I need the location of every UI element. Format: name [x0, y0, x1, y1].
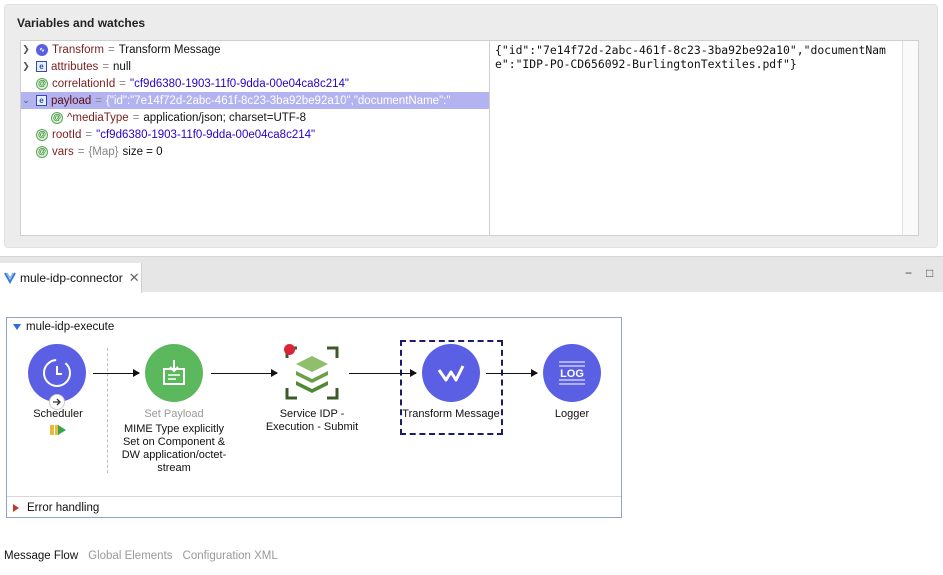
- equals-sign: =: [119, 77, 127, 90]
- dataweave-icon: [437, 365, 465, 382]
- flow-name: mule-idp-execute: [26, 321, 115, 333]
- minimize-icon[interactable]: −: [905, 266, 913, 280]
- expand-triangle-icon[interactable]: [13, 503, 19, 512]
- var-value: "cf9d6380-1903-11f0-9dda-00e04ca8c214": [130, 77, 349, 90]
- var-name: attributes: [51, 60, 99, 73]
- var-value: "cf9d6380-1903-11f0-9dda-00e04ca8c214": [96, 128, 316, 141]
- set-payload-icon: [163, 360, 185, 385]
- equals-sign: =: [132, 111, 140, 124]
- selection-outline: [400, 340, 503, 435]
- node-sublabel: MIME Type explicitly Set on Component & …: [121, 423, 227, 474]
- tree-row-transform[interactable]: ❯ ∿ Transform = Transform Message: [21, 41, 489, 58]
- equals-sign: =: [95, 94, 103, 107]
- vertical-scrollbar[interactable]: [902, 41, 918, 235]
- attribute-icon: @: [36, 145, 48, 158]
- flow-container[interactable]: mule-idp-execute Scheduler Set Payload M…: [6, 317, 622, 518]
- collapse-triangle-icon[interactable]: [13, 324, 21, 330]
- logger-node[interactable]: LOG: [543, 344, 601, 402]
- equals-sign: =: [107, 43, 115, 56]
- flow-arrow: [486, 369, 538, 377]
- node-label: Service IDP - Execution - Submit: [265, 408, 359, 433]
- source-badge-icon: [49, 394, 65, 410]
- tab-global-elements[interactable]: Global Elements: [88, 550, 173, 562]
- equals-sign: =: [77, 145, 85, 158]
- value-detail-text[interactable]: {"id":"7e14f72d-2abc-461f-8c23-3ba92be92…: [495, 43, 886, 71]
- chevron-right-icon[interactable]: ❯: [22, 61, 30, 71]
- var-value: Transform Message: [118, 43, 221, 56]
- error-handling-section[interactable]: Error handling: [7, 496, 621, 518]
- editor-bottom-tabs: Message Flow Global Elements Configurati…: [4, 550, 278, 562]
- var-value: application/json; charset=UTF-8: [143, 111, 307, 124]
- var-name: ^mediaType: [67, 111, 129, 124]
- var-value: null: [113, 60, 131, 73]
- mule-config-icon: [4, 272, 16, 285]
- attribute-icon: @: [51, 111, 63, 124]
- close-icon[interactable]: ✕: [128, 270, 140, 285]
- tree-row-correlationid[interactable]: @ correlationId = "cf9d6380-1903-11f0-9d…: [21, 75, 489, 92]
- variables-tree[interactable]: ❯ ∿ Transform = Transform Message ❯ e at…: [20, 40, 490, 236]
- breakpoint-icon[interactable]: [284, 344, 295, 355]
- play-debug-icon[interactable]: [49, 424, 67, 436]
- transform-message-node[interactable]: [422, 344, 480, 402]
- equals-sign: =: [85, 128, 93, 141]
- flow-header[interactable]: mule-idp-execute: [13, 321, 114, 333]
- flow-arrow: [349, 369, 417, 377]
- var-name: rootId: [52, 128, 82, 141]
- attribute-icon: @: [36, 77, 48, 90]
- var-name: correlationId: [52, 77, 116, 90]
- node-label: Transform Message: [402, 408, 500, 420]
- scheduler-node[interactable]: [28, 344, 86, 402]
- divider: [107, 348, 108, 473]
- flow-arrow: [93, 369, 140, 377]
- tree-row-rootid[interactable]: @ rootId = "cf9d6380-1903-11f0-9dda-00e0…: [21, 126, 489, 143]
- var-name: Transform: [52, 43, 104, 56]
- tab-configuration-xml[interactable]: Configuration XML: [182, 550, 278, 562]
- var-type: {Map}: [88, 145, 119, 158]
- flow-arrow: [211, 369, 278, 377]
- var-name: vars: [52, 145, 74, 158]
- set-payload-node[interactable]: [145, 344, 203, 402]
- logger-icon-text: LOG: [560, 368, 584, 380]
- tab-message-flow[interactable]: Message Flow: [4, 550, 79, 562]
- chevron-down-icon[interactable]: ⌄: [22, 95, 30, 105]
- editor-tab-bar: mule-idp-connector ✕ − □: [0, 256, 943, 293]
- logger-icon: LOG: [559, 361, 585, 385]
- node-label: Set Payload: [144, 408, 204, 420]
- element-icon: e: [36, 95, 47, 106]
- var-name: payload: [51, 94, 92, 107]
- tab-label: mule-idp-connector: [20, 271, 123, 285]
- tree-row-payload[interactable]: ⌄ e payload = {"id":"7e14f72d-2abc-461f-…: [21, 92, 489, 109]
- node-label: Scheduler: [33, 408, 83, 420]
- attribute-icon: @: [36, 128, 48, 141]
- node-label: Logger: [554, 408, 590, 420]
- chevron-right-icon[interactable]: ❯: [22, 44, 30, 54]
- tab-mule-idp-connector[interactable]: mule-idp-connector ✕: [0, 263, 142, 293]
- maximize-icon[interactable]: □: [926, 266, 934, 280]
- var-value: size = 0: [122, 145, 163, 158]
- element-icon: e: [36, 61, 47, 72]
- equals-sign: =: [102, 60, 110, 73]
- clock-icon: [43, 359, 71, 387]
- variables-panel: Variables and watches ❯ ∿ Transform = Tr…: [4, 4, 938, 248]
- panel-title: Variables and watches: [17, 16, 146, 30]
- tree-row-attributes[interactable]: ❯ e attributes = null: [21, 58, 489, 75]
- var-value: {"id":"7e14f72d-2abc-461f-8c23-3ba92be92…: [106, 94, 451, 107]
- error-handling-label: Error handling: [27, 501, 100, 514]
- tree-row-vars[interactable]: @ vars = {Map} size = 0: [21, 143, 489, 160]
- tree-row-mediatype[interactable]: @ ^mediaType = application/json; charset…: [21, 109, 489, 126]
- value-detail-pane[interactable]: {"id":"7e14f72d-2abc-461f-8c23-3ba92be92…: [489, 40, 919, 236]
- mule-icon: ∿: [36, 43, 48, 56]
